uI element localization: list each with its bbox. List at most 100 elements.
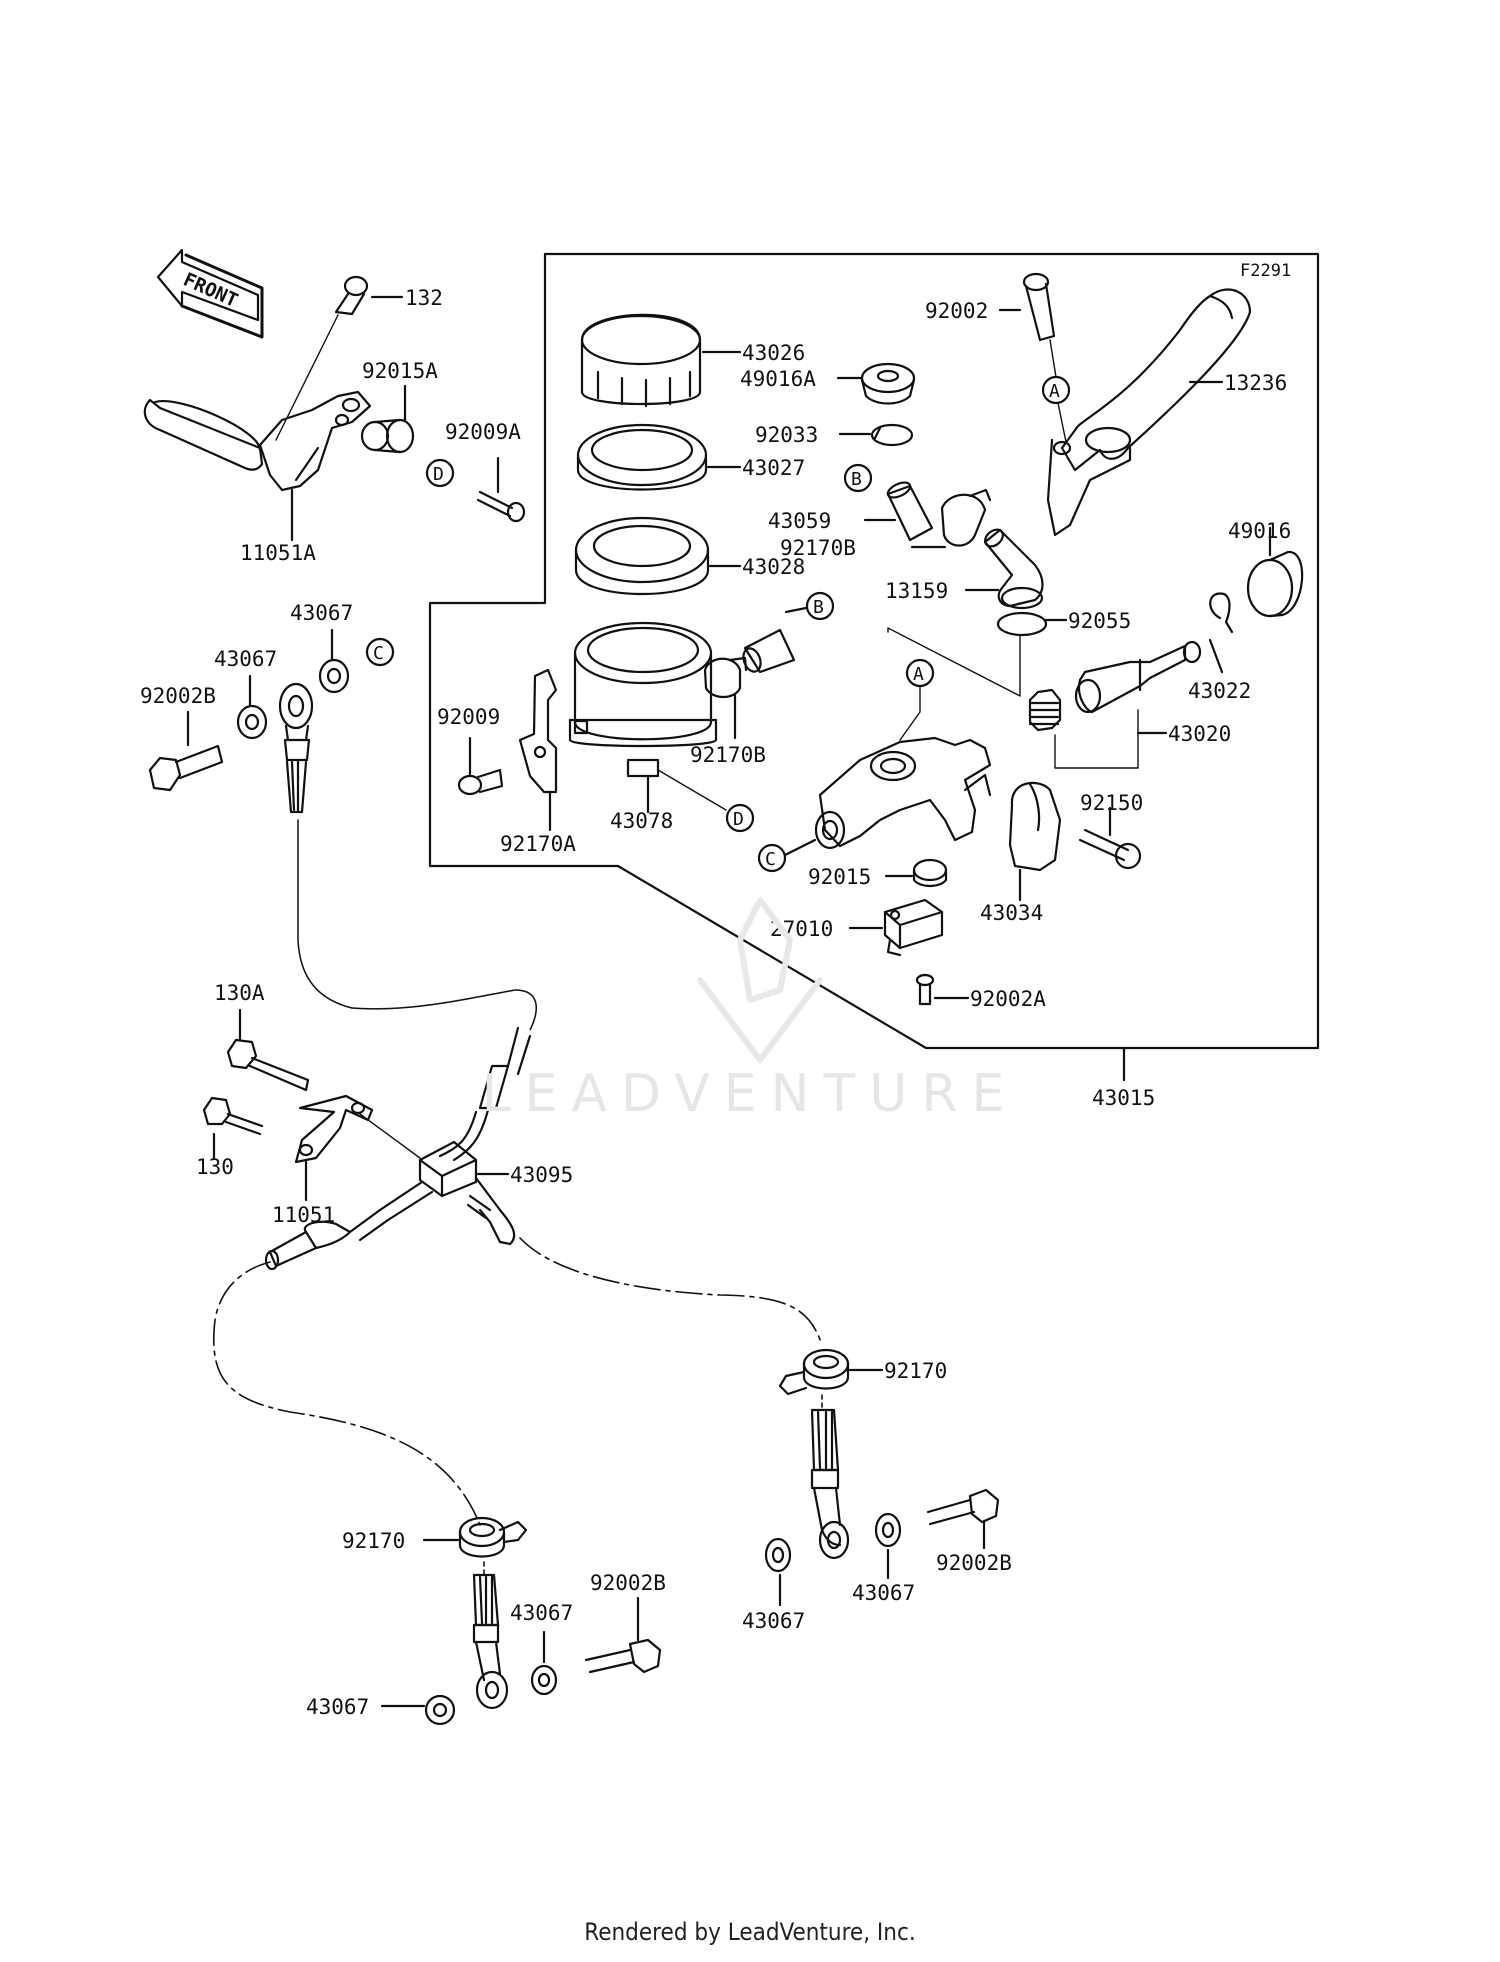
clamp-11051 (294, 1094, 374, 1164)
label-43028: 43028 (742, 555, 805, 579)
hose-43059 (886, 481, 934, 542)
banjo-hose-left (472, 1573, 509, 1710)
label-13236: 13236 (1224, 371, 1287, 395)
screw-92009A (476, 490, 526, 523)
svg-text:A: A (1049, 381, 1060, 402)
label-43026: 43026 (742, 341, 805, 365)
svg-text:C: C (373, 643, 384, 664)
label-92055: 92055 (1068, 609, 1131, 633)
nut-92015 (912, 858, 948, 888)
switch-27010 (883, 898, 944, 957)
front-arrow-icon: FRONT (156, 248, 264, 339)
washer-43067-c (764, 1537, 792, 1573)
label-43027: 43027 (742, 456, 805, 480)
clamp-92170B-upper (940, 488, 992, 547)
figure-code: F2291 (1240, 261, 1291, 281)
banjo-bolt-92002B-lower (584, 1638, 662, 1674)
label-92170A: 92170A (500, 832, 576, 856)
label-49016: 49016 (1228, 519, 1291, 543)
label-92002B-right: 92002B (936, 1551, 1012, 1575)
collar-92015A (360, 418, 415, 454)
joint-43095 (418, 1140, 516, 1246)
clamp-92170B-lower (703, 656, 748, 699)
bolt-92150 (1078, 828, 1142, 870)
bracket-92170A (518, 668, 558, 794)
assembly-boundary-43015 (428, 252, 1320, 1050)
footer-credit: Rendered by LeadVenture, Inc. (584, 1918, 916, 1946)
label-92002B-lower: 92002B (590, 1571, 666, 1595)
screw-92009 (457, 768, 504, 796)
reservoir-43078 (568, 621, 718, 778)
lever-13236 (1046, 288, 1252, 537)
callout-D-upper (425, 458, 455, 488)
label-130: 130 (196, 1155, 234, 1179)
washer-43067-b (236, 704, 268, 740)
svg-text:B: B (851, 469, 862, 490)
svg-text:B: B (813, 597, 824, 618)
hose-main (438, 1026, 532, 1162)
callout-B-upper (843, 463, 873, 493)
label-92002A: 92002A (970, 987, 1046, 1011)
oring-92055 (996, 611, 1048, 637)
clip-43022 (1209, 592, 1234, 634)
label-43078: 43078 (610, 809, 673, 833)
fitting-13159 (983, 528, 1044, 610)
bracket-11051A (143, 390, 372, 492)
banjo-fitting-upper (278, 682, 314, 814)
label-43067-d: 43067 (852, 1581, 915, 1605)
label-132: 132 (405, 286, 443, 310)
svg-text:D: D (733, 809, 744, 830)
svg-text:A: A (913, 664, 924, 685)
label-92170-left: 92170 (342, 1529, 405, 1553)
washer-43067-e (530, 1664, 558, 1696)
washer-43067-d (874, 1512, 902, 1548)
boot-49016 (1246, 550, 1304, 618)
grommet-49016A (860, 362, 916, 405)
washer-43067-a (318, 658, 350, 694)
label-43020: 43020 (1168, 722, 1231, 746)
banjo-bolt-92002B-right (926, 1488, 1000, 1526)
label-92009: 92009 (437, 705, 500, 729)
label-92002: 92002 (925, 299, 988, 323)
label-43067-b: 43067 (214, 647, 277, 671)
callout-B-lower (805, 591, 835, 621)
banjo-fitting-92170-left (458, 1516, 528, 1558)
circlip-92033 (870, 423, 914, 447)
label-43067-e: 43067 (510, 1601, 573, 1625)
label-130A: 130A (214, 981, 265, 1005)
label-92009A: 92009A (445, 420, 521, 444)
banjo-bolt-92002B-upper (148, 744, 224, 792)
label-43015: 43015 (1092, 1086, 1155, 1110)
pivot-bolt-92002 (1022, 272, 1056, 342)
label-92033: 92033 (755, 423, 818, 447)
label-43067-c: 43067 (742, 1609, 805, 1633)
piston-kit-43020 (1028, 640, 1202, 732)
label-49016A: 49016A (740, 367, 816, 391)
banjo-fitting-92170-right (778, 1348, 850, 1396)
diaphragm-43028 (574, 516, 710, 596)
svg-text:C: C (765, 849, 776, 870)
label-92150: 92150 (1080, 791, 1143, 815)
master-cylinder-body (814, 736, 992, 850)
label-43095: 43095 (510, 1163, 573, 1187)
label-13159: 13159 (885, 579, 948, 603)
callout-D-lower (725, 803, 755, 833)
bolt-130 (202, 1096, 264, 1136)
cap-43026 (580, 313, 702, 408)
label-92170-right: 92170 (884, 1359, 947, 1383)
label-43059: 43059 (768, 509, 831, 533)
label-11051A: 11051A (240, 541, 316, 565)
label-92015: 92015 (808, 865, 871, 889)
bolt-130A (226, 1038, 310, 1092)
callout-C-body (757, 843, 787, 873)
label-43034: 43034 (980, 901, 1043, 925)
svg-text:D: D (433, 464, 444, 485)
watermark-text: LEADVENTURE (481, 1064, 1019, 1124)
screw-92002A (915, 973, 935, 1006)
banjo-hose-right (810, 1408, 850, 1560)
label-11051: 11051 (272, 1203, 335, 1227)
label-92002B-upper: 92002B (140, 684, 216, 708)
bolt-132 (334, 275, 369, 316)
label-43022: 43022 (1188, 679, 1251, 703)
